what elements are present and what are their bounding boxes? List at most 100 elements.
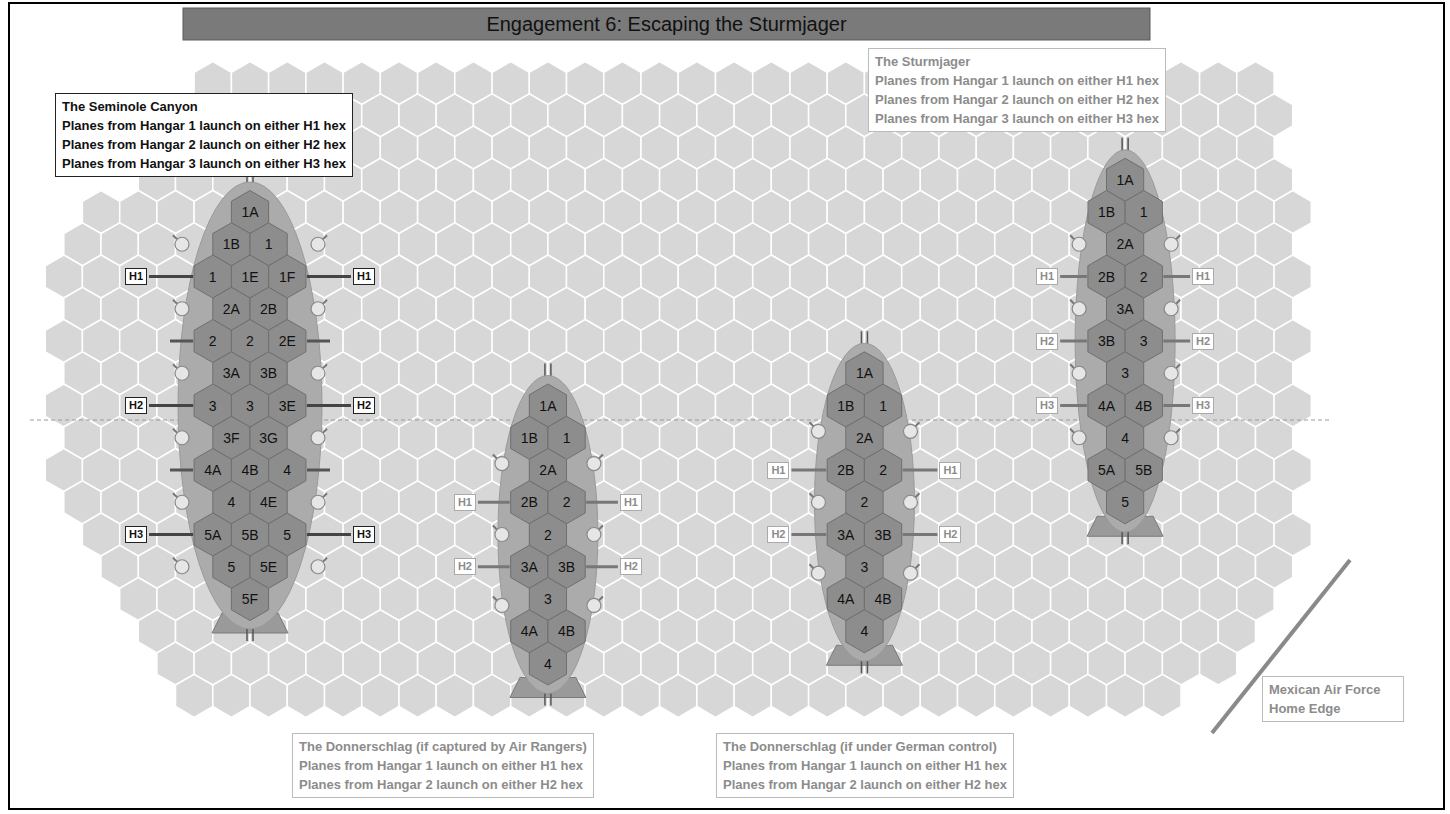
hex-label: 1A [856,365,873,381]
hex-grid [45,62,1311,718]
hex-label: 2B [260,301,277,317]
hangar-label: H1 [129,270,143,283]
box-text: Planes from Hangar 3 launch on either H3… [875,109,1159,128]
grid-hex [771,674,808,717]
hangar-label: H1 [1196,270,1210,283]
hex-label: 4B [558,623,575,639]
box-text: The Donnerschlag (if captured by Air Ran… [299,737,587,756]
hex-label: 1 [265,236,273,252]
hangar-label: H1 [458,496,472,509]
hangar-box: H2 [125,397,147,414]
hangar-label: H1 [771,464,785,477]
grid-hex [883,674,920,717]
hex-label: 3B [875,527,892,543]
grid-hex [176,674,213,717]
hangar-label: H2 [1196,335,1210,348]
map-title: Engagement 6: Escaping the Sturmjager [183,8,1150,40]
gun-port-stub [170,469,193,472]
hex-label: 2A [856,430,873,446]
info-box: The SturmjagerPlanes from Hangar 1 launc… [868,48,1166,132]
hex-label: 2E [279,333,296,349]
hex-label: 4A [204,462,221,478]
hex-label: 3 [544,591,552,607]
box-text: Planes from Hangar 1 launch on either H1… [723,756,1007,775]
hangar-box: H1 [1036,268,1058,285]
turret [811,495,825,509]
title-bar [183,8,1150,40]
turret [1164,302,1178,316]
turret [1072,431,1086,445]
grid-hex [362,674,399,717]
hex-label: 3B [260,365,277,381]
turret [495,528,509,542]
turret [1072,237,1086,251]
turret [175,495,189,509]
hangar-stub [1060,340,1087,343]
hex-label: 2 [209,333,217,349]
hangar-label: H2 [943,528,957,541]
hex-label: 4A [837,591,854,607]
hangar-box: H1 [767,462,789,479]
hangar-box: H2 [353,397,375,414]
hangar-stub [1060,404,1087,407]
hull [498,376,598,694]
map-frame [9,3,1444,809]
grid-hex [287,674,324,717]
gun-port-stub [307,340,330,343]
hex-label: 3A [837,527,854,543]
hex-label: 2B [837,462,854,478]
hangar-box: H1 [353,268,375,285]
hangar-stub [1163,340,1190,343]
hex-label: 2 [1140,269,1148,285]
grid-hex [473,674,510,717]
turret [311,237,325,251]
hex-label: 1 [879,398,887,414]
grid-hex [660,674,697,717]
hex-label: 2 [861,494,869,510]
grid-hex [399,674,436,717]
hangar-box: H1 [454,494,476,511]
hex-label: 3F [223,430,239,446]
hex-label: 2 [879,462,887,478]
hangar-box: H2 [620,558,642,575]
box-text: Mexican Air Force Home Edge [1269,680,1397,718]
hangar-label: H2 [771,528,785,541]
grid-hex [920,674,957,717]
hangar-label: H2 [357,399,371,412]
hex-label: 2A [539,462,556,478]
hangar-stub [149,275,193,278]
hangar-box: H1 [620,494,642,511]
turret [1072,302,1086,316]
hangar-label: H2 [1040,335,1054,348]
box-text: The Seminole Canyon [62,97,346,116]
hangar-label: H3 [357,528,371,541]
hex-label: 4 [861,623,869,639]
hangar-stubs [149,277,1190,567]
turret [587,457,601,471]
turret [495,457,509,471]
hangar-box: H2 [1036,333,1058,350]
hex-label: 1B [223,236,240,252]
hex-label: 3 [246,398,254,414]
hex-label: 3 [1140,333,1148,349]
hex-label: 5F [242,591,258,607]
hull-cell [846,610,883,653]
hangar-stub [903,469,938,472]
grid-hex [734,674,771,717]
box-text: Planes from Hangar 2 launch on either H2… [299,775,587,794]
hex-label: 2 [246,333,254,349]
grid-hex [995,674,1032,717]
hex-label: 1A [241,204,258,220]
hex-label: 3A [223,365,240,381]
airship [493,364,603,706]
hex-label: 5 [283,527,291,543]
grid-hex [585,674,622,717]
hex-label: 1B [521,430,538,446]
grid-hex [1032,674,1069,717]
turret [1072,366,1086,380]
turret [311,495,325,509]
turret [495,598,509,612]
hangar-label: H2 [458,560,472,573]
hangar-box: H1 [939,462,961,479]
